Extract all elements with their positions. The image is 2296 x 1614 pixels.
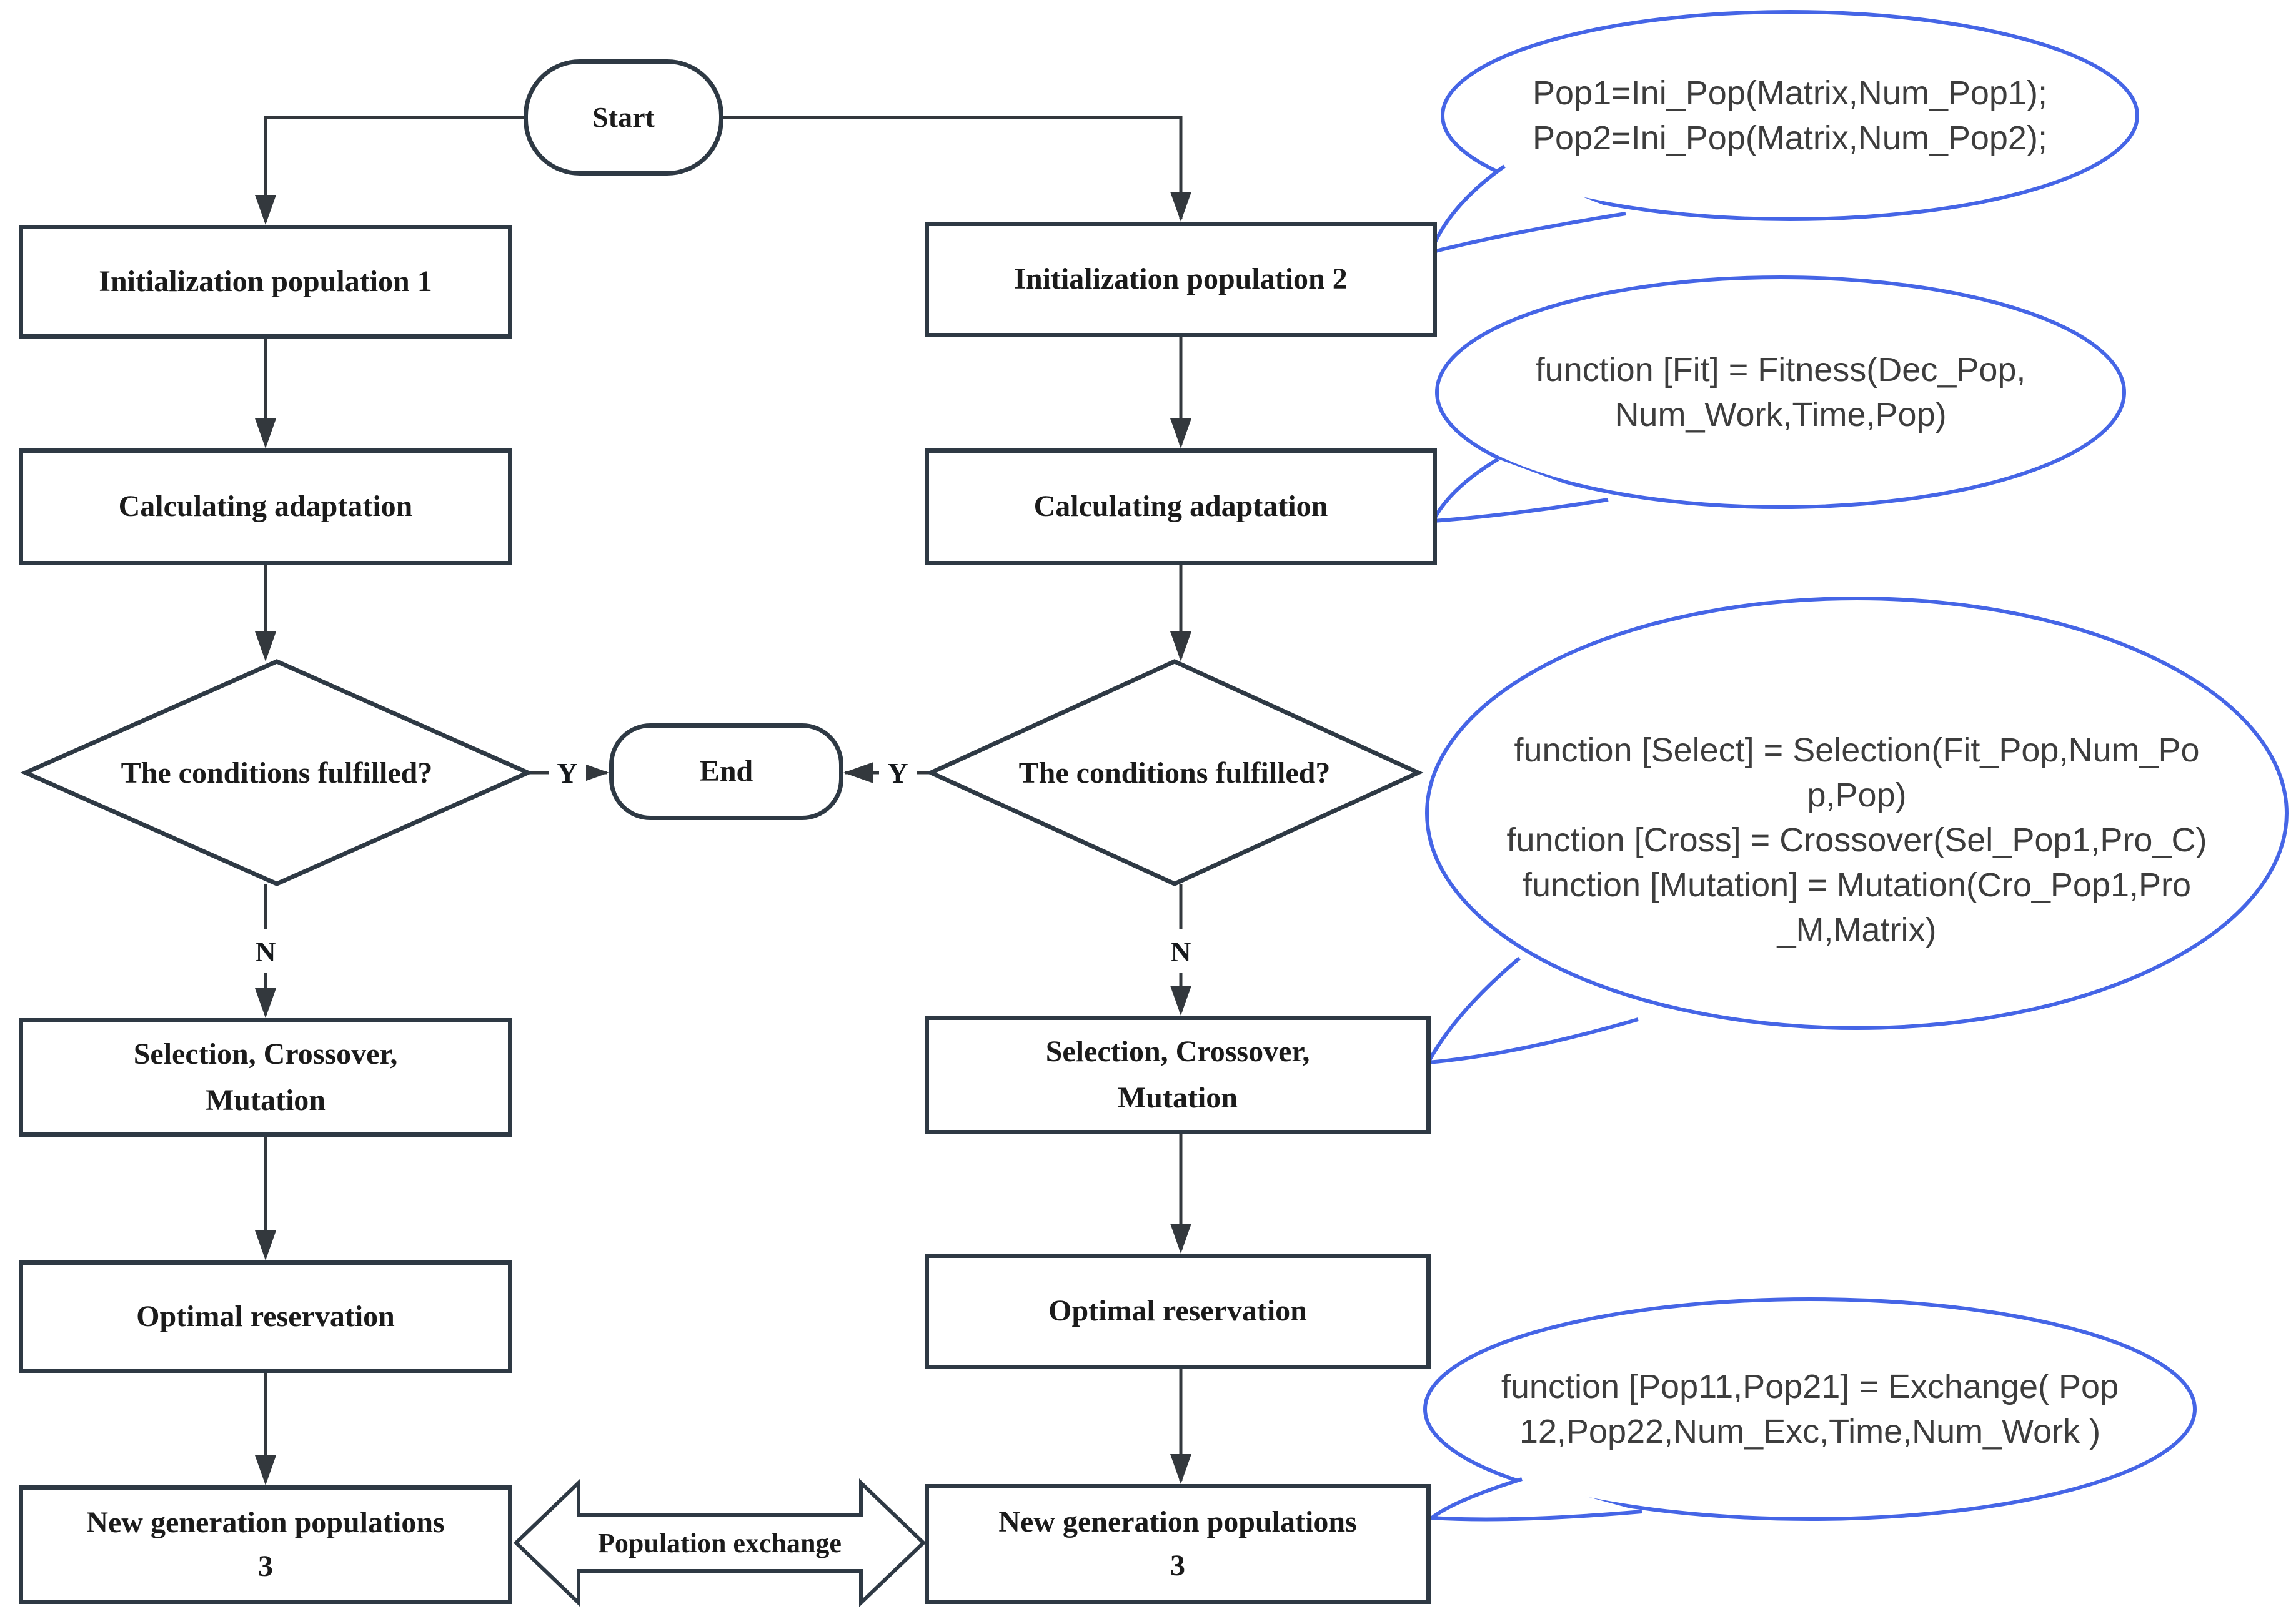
- calculating-adaptation-2-box: Calculating adaptation: [925, 448, 1437, 565]
- selection-2-line1: Selection, Crossover,: [1045, 1034, 1310, 1068]
- no-label-right: N: [1160, 929, 1201, 973]
- start-node: Start: [524, 59, 723, 176]
- selection-crossover-mutation-1-box: Selection, Crossover, Mutation: [19, 1018, 512, 1137]
- start-label: Start: [592, 101, 655, 134]
- callout-init-pop-line2: Pop2=Ini_Pop(Matrix,Num_Pop2);: [1533, 119, 2047, 157]
- calculating-adaptation-1-label: Calculating adaptation: [118, 490, 413, 523]
- new-generation-2-box: New generation populations 3: [925, 1484, 1431, 1604]
- callout-exchange-text: function [Pop11,Pop21] = Exchange( Pop 1…: [1423, 1364, 2197, 1454]
- calculating-adaptation-1-box: Calculating adaptation: [19, 448, 512, 565]
- callout-exchange-tail: [1426, 1477, 1642, 1522]
- population-exchange-arrow: [513, 1478, 927, 1608]
- yes-label-right: Y: [879, 751, 917, 794]
- arrowhead-into-newgen2: [1170, 1454, 1191, 1484]
- decision2-label: The conditions fulfilled?: [956, 732, 1393, 813]
- new-generation-1-line1: New generation populations: [86, 1506, 445, 1540]
- callout-scm-line1: function [Select] = Selection(Fit_Pop,Nu…: [1514, 731, 2200, 769]
- new-generation-1-box: New generation populations 3: [19, 1485, 512, 1604]
- arrowhead-into-decision1: [255, 631, 276, 661]
- arrowhead-into-end-right: [843, 762, 873, 783]
- population-exchange-label: Population exchange: [598, 1527, 842, 1558]
- end-node: End: [609, 723, 843, 820]
- callout-fitness-bubble: [1435, 275, 2126, 509]
- optimal-reservation-1-box: Optimal reservation: [19, 1260, 512, 1373]
- decision2-text: The conditions fulfilled?: [1018, 756, 1331, 790]
- callout-exchange-line1: function [Pop11,Pop21] = Exchange( Pop: [1501, 1368, 2119, 1405]
- callout-fitness-text: function [Fit] = Fitness(Dec_Pop, Num_Wo…: [1431, 347, 2130, 437]
- arrowhead-into-newgen1: [255, 1455, 276, 1485]
- decision1-diamond: [20, 659, 534, 886]
- callout-scm-text: function [Select] = Selection(Fit_Pop,Nu…: [1463, 728, 2250, 953]
- optimal-reservation-2-box: Optimal reservation: [925, 1254, 1431, 1369]
- arrowhead-into-calc2: [1170, 418, 1191, 448]
- callout-scm-line4: function [Mutation] = Mutation(Cro_Pop1,…: [1522, 866, 2192, 904]
- arrowhead-into-init2: [1170, 192, 1191, 222]
- no-label-left: N: [245, 929, 286, 973]
- end-label: End: [699, 755, 753, 788]
- decision1-text: The conditions fulfilled?: [121, 756, 433, 790]
- connector-start-to-init2: [723, 116, 1183, 219]
- callout-init-pop-tail: [1428, 164, 1626, 255]
- connector-start-to-init1: [264, 116, 524, 222]
- optimal-reservation-2-label: Optimal reservation: [1048, 1294, 1307, 1328]
- callout-init-pop-bubble: [1441, 10, 2139, 221]
- selection-2-line2: Mutation: [1118, 1081, 1238, 1114]
- optimal-reservation-1-label: Optimal reservation: [136, 1299, 395, 1333]
- callout-fitness-tail: [1429, 457, 1609, 523]
- arrowhead-into-calc1: [255, 418, 276, 448]
- callout-init-pop-line1: Pop1=Ini_Pop(Matrix,Num_Pop1);: [1533, 74, 2047, 112]
- init-population-2-label: Initialization population 2: [1014, 262, 1348, 296]
- calculating-adaptation-2-label: Calculating adaptation: [1033, 490, 1328, 523]
- yes-label-left: Y: [549, 751, 586, 794]
- decision1-label: The conditions fulfilled?: [58, 732, 495, 813]
- init-population-2-box: Initialization population 2: [925, 222, 1437, 337]
- callout-scm-line3: function [Cross] = Crossover(Sel_Pop1,Pr…: [1506, 821, 2207, 859]
- arrowhead-into-selection2: [1170, 986, 1191, 1016]
- callout-exchange-bubble: [1423, 1297, 2197, 1521]
- callout-scm-line2: p,Pop): [1807, 776, 1907, 814]
- new-generation-2-line1: New generation populations: [998, 1505, 1357, 1539]
- callout-scm-bubble: [1425, 597, 2289, 1030]
- selection-crossover-mutation-2-box: Selection, Crossover, Mutation: [925, 1016, 1431, 1134]
- callout-init-pop-text: Pop1=Ini_Pop(Matrix,Num_Pop1); Pop2=Ini_…: [1440, 71, 2140, 161]
- callout-scm-line5: _M,Matrix): [1777, 911, 1937, 949]
- arrowhead-into-end-left: [579, 762, 609, 783]
- arrowhead-into-optimal1: [255, 1230, 276, 1260]
- new-generation-2-line2: 3: [1170, 1549, 1185, 1582]
- arrowhead-into-selection1: [255, 988, 276, 1018]
- selection-1-line1: Selection, Crossover,: [133, 1037, 398, 1071]
- new-generation-1-line2: 3: [258, 1550, 273, 1583]
- init-population-1-box: Initialization population 1: [19, 225, 512, 339]
- selection-1-line2: Mutation: [206, 1084, 326, 1117]
- arrowhead-into-decision2: [1170, 631, 1191, 661]
- callout-scm-tail: [1424, 956, 1639, 1065]
- init-population-1-label: Initialization population 1: [99, 264, 432, 298]
- callout-fitness-line2: Num_Work,Time,Pop): [1614, 396, 1947, 433]
- arrowhead-into-init1: [255, 195, 276, 225]
- arrowhead-into-optimal2: [1170, 1224, 1191, 1254]
- callout-fitness-line1: function [Fit] = Fitness(Dec_Pop,: [1535, 351, 2026, 389]
- decision2-diamond: [925, 659, 1424, 886]
- callout-exchange-line2: 12,Pop22,Num_Exc,Time,Num_Work ): [1519, 1413, 2101, 1450]
